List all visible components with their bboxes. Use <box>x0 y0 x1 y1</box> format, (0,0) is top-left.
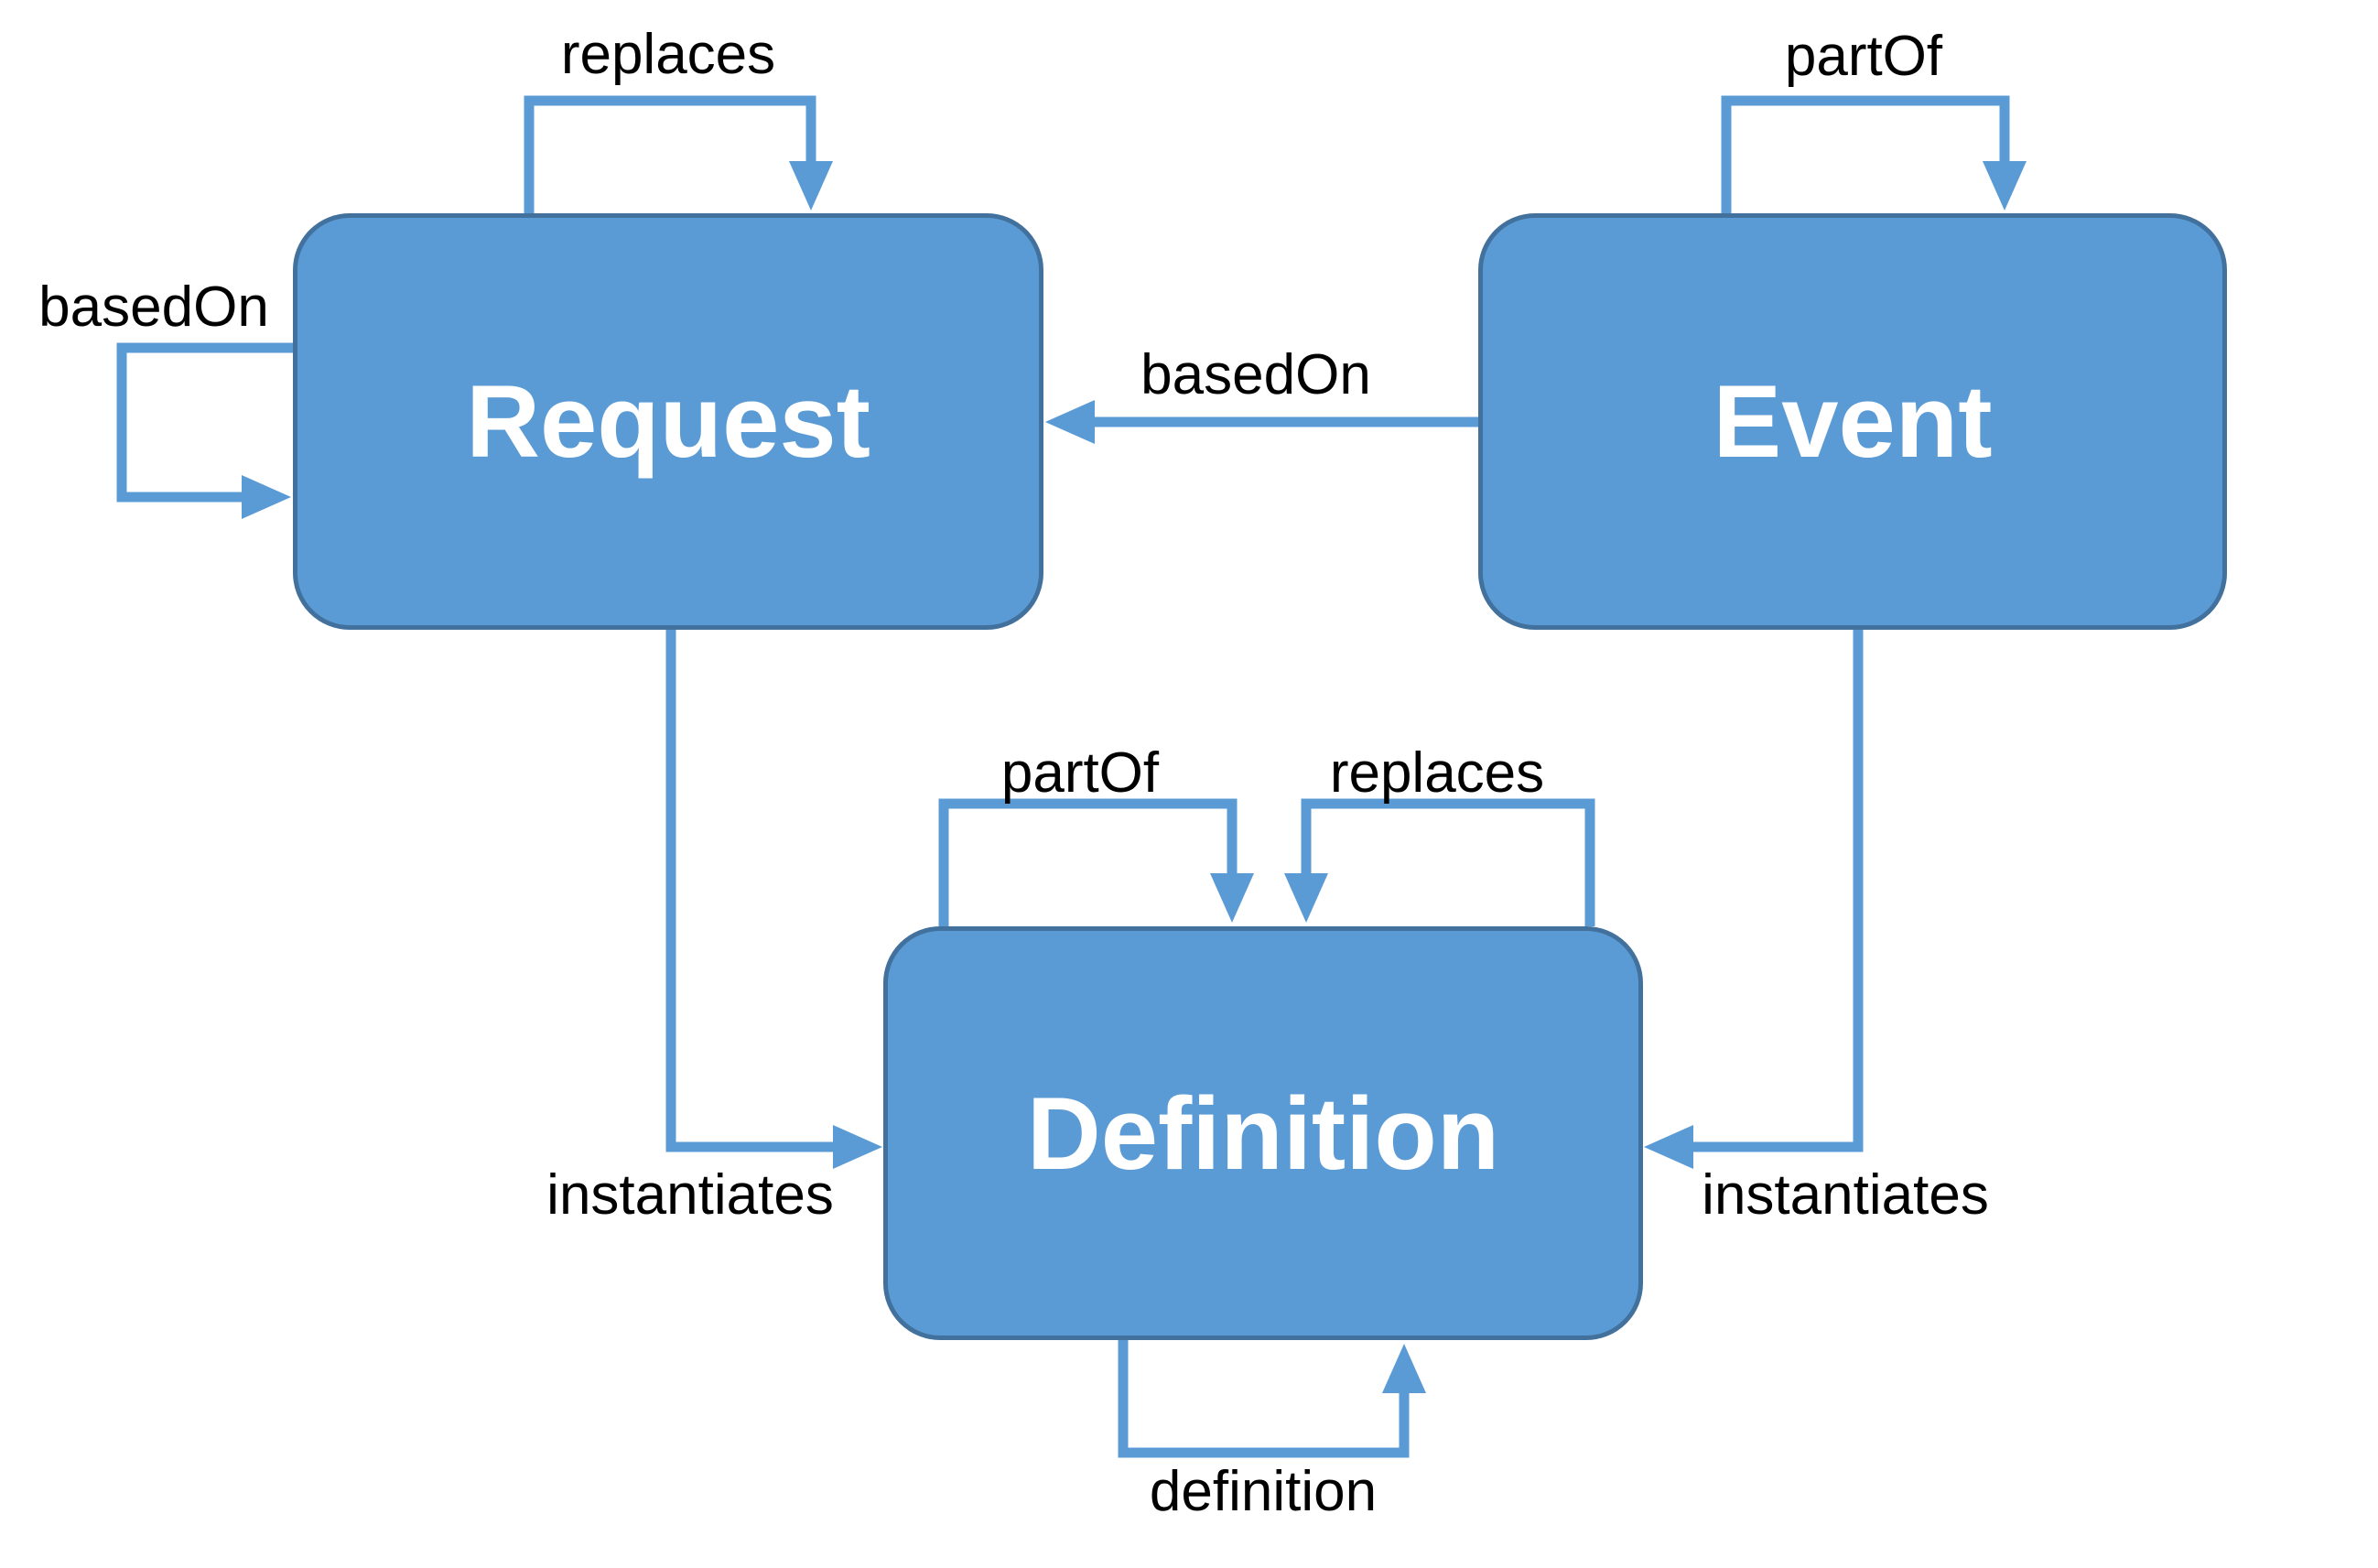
edge-label-request-instantiates: instantiates <box>546 1163 834 1227</box>
arrowhead-down-icon <box>1284 873 1328 923</box>
edge-label-event-to-request-basedon: basedOn <box>1140 343 1371 406</box>
edge-definition-self-loop <box>1118 1340 1426 1458</box>
edge-event-to-request <box>1045 400 1478 444</box>
edge-request-basedon-loop <box>116 342 293 519</box>
edge-event-to-definition-line <box>1693 630 1864 1152</box>
edge-event-to-definition <box>1644 630 1864 1169</box>
node-definition-title: Definition <box>1026 1076 1500 1191</box>
edge-definition-replaces-line <box>1301 798 1595 926</box>
arrowhead-right-icon <box>242 475 291 519</box>
arrowhead-up-icon <box>1382 1344 1426 1393</box>
edge-label-request-basedon: basedOn <box>38 276 269 339</box>
arrowhead-left-icon <box>1644 1125 1693 1169</box>
arrowhead-down-icon <box>789 161 833 211</box>
edge-request-replaces-loop <box>524 95 833 213</box>
arrowhead-down-icon <box>1983 161 2027 211</box>
node-event: Event <box>1478 213 2227 630</box>
arrowhead-right-icon <box>833 1125 882 1169</box>
arrowhead-down-icon <box>1210 873 1254 923</box>
node-definition: Definition <box>883 926 1643 1340</box>
edge-label-request-replaces: replaces <box>560 23 776 86</box>
edge-label-definition-self: definition <box>1149 1460 1378 1523</box>
edge-label-event-instantiates: instantiates <box>1702 1163 1989 1227</box>
edge-definition-partof-loop <box>938 798 1254 926</box>
edge-definition-replaces-loop <box>1284 798 1595 926</box>
edge-event-partof-line <box>1721 95 2010 213</box>
edge-definition-partof-line <box>938 798 1238 926</box>
node-event-title: Event <box>1713 364 1993 479</box>
arrowhead-left-icon <box>1045 400 1095 444</box>
edge-definition-self-line <box>1118 1340 1410 1458</box>
edge-label-event-partof: partOf <box>1784 25 1943 88</box>
edge-label-definition-replaces: replaces <box>1329 741 1545 805</box>
edge-event-partof-loop <box>1721 95 2027 213</box>
node-request-title: Request <box>466 364 870 479</box>
edge-label-definition-partof: partOf <box>1000 741 1160 805</box>
edge-request-basedon-line <box>116 342 293 503</box>
edge-request-to-definition <box>665 630 882 1169</box>
node-request: Request <box>293 213 1043 630</box>
edge-request-replaces-line <box>524 95 816 213</box>
edge-request-to-definition-line <box>665 630 833 1152</box>
